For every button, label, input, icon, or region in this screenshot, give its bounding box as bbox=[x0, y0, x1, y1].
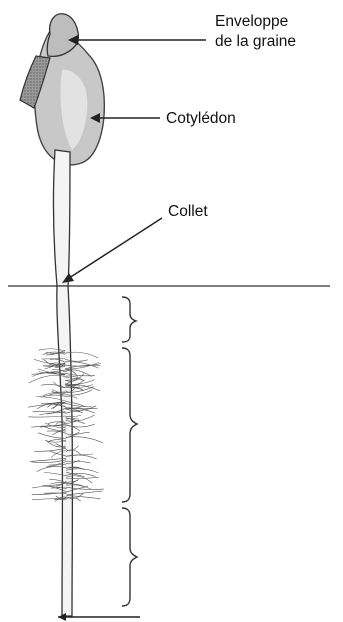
brace-zone-bottom bbox=[122, 508, 137, 606]
label-cotyledon: Cotylédon bbox=[166, 110, 236, 127]
root-hair bbox=[33, 411, 66, 412]
root-hair bbox=[34, 448, 66, 451]
root-hair bbox=[28, 416, 65, 417]
label-seed-coat-line2: de la graine bbox=[215, 33, 296, 50]
root-hair bbox=[51, 488, 66, 489]
leader-collar bbox=[66, 218, 162, 280]
hypocotyl-stem bbox=[54, 150, 70, 286]
label-collar: Collet bbox=[168, 203, 208, 220]
label-seed-coat-line1: Enveloppe bbox=[215, 13, 288, 30]
brace-zone-top bbox=[122, 297, 136, 342]
brace-zone-middle bbox=[122, 348, 137, 502]
